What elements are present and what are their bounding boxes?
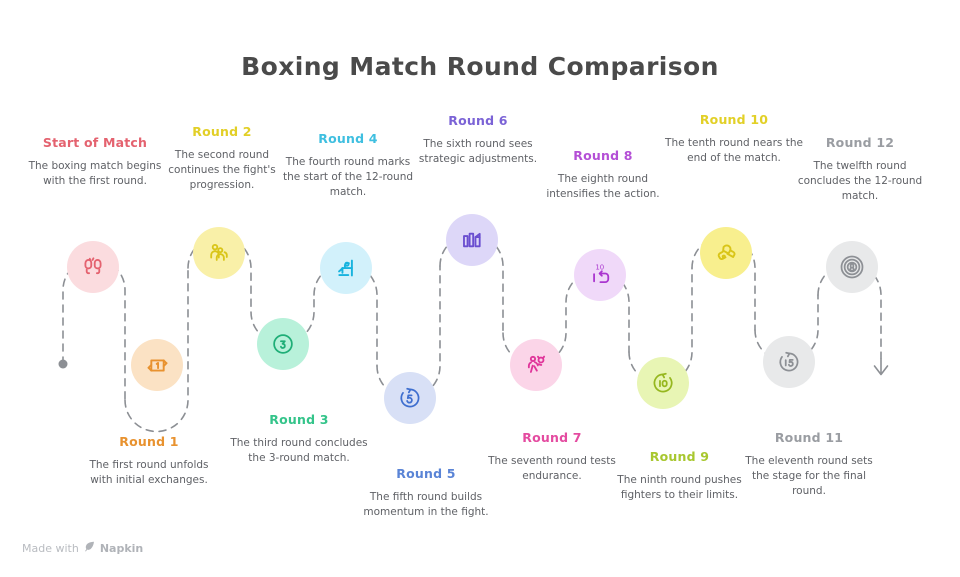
text-block-start-of-match: Start of Match The boxing match begins w… <box>25 135 165 189</box>
text-block-round-11: Round 11 The eleventh round sets the sta… <box>735 430 883 499</box>
step-description: The second round continues the fight's p… <box>168 149 276 191</box>
step-title: Round 8 <box>573 148 633 163</box>
node-round-6[interactable] <box>446 214 498 266</box>
rewind-ten-icon: 10 <box>592 263 609 283</box>
step-description: The twelfth round concludes the 12-round… <box>797 160 923 202</box>
step-title: Round 1 <box>119 434 179 449</box>
step-description: The first round unfolds with initial exc… <box>89 459 209 486</box>
bar-chart-icon <box>463 232 481 248</box>
boxing-glove-icon <box>717 243 735 260</box>
step-title: Round 6 <box>448 113 508 128</box>
svg-text:10: 10 <box>595 263 604 271</box>
step-title: Round 2 <box>192 124 252 139</box>
node-round-12[interactable] <box>826 241 878 293</box>
node-round-1[interactable] <box>131 339 183 391</box>
node-round-11[interactable] <box>763 336 815 388</box>
node-round-10[interactable] <box>700 227 752 279</box>
step-title: Round 11 <box>774 430 844 445</box>
step-title: Round 10 <box>699 112 769 127</box>
step-description: The seventh round tests endurance. <box>488 455 616 482</box>
node-start-of-match[interactable] <box>67 241 119 293</box>
repeat-one-icon <box>147 358 167 372</box>
text-block-round-6: Round 6 The sixth round sees strategic a… <box>408 113 548 167</box>
node-round-9[interactable] <box>637 357 689 409</box>
step-description: The fifth round builds momentum in the f… <box>363 491 489 518</box>
corner-stool-icon <box>337 259 353 276</box>
step-description: The ninth round pushes fighters to their… <box>617 474 742 501</box>
node-round-2[interactable] <box>193 227 245 279</box>
text-block-round-7: Round 7 The seventh round tests enduranc… <box>482 430 622 484</box>
step-description: The fourth round marks the start of the … <box>282 156 414 198</box>
page-title: Boxing Match Round Comparison <box>241 52 719 81</box>
group-people-icon <box>210 243 228 261</box>
forward-five-icon <box>400 387 420 408</box>
node-round-3[interactable] <box>257 318 309 370</box>
text-block-round-10: Round 10 The tenth round nears the end o… <box>660 112 808 166</box>
text-block-round-9: Round 9 The ninth round pushes fighters … <box>607 449 752 503</box>
node-round-4[interactable] <box>320 242 372 294</box>
step-title: Start of Match <box>42 135 148 150</box>
target-rings-icon <box>840 255 864 279</box>
text-block-round-12: Round 12 The twelfth round concludes the… <box>786 135 934 204</box>
step-title: Round 12 <box>825 135 895 150</box>
boxing-gloves-icon <box>84 257 102 275</box>
brand-name: Napkin <box>99 541 144 555</box>
step-title: Round 5 <box>396 466 456 481</box>
made-with-label: Made with <box>22 541 79 555</box>
footer-attribution: Made with Napkin <box>22 540 143 556</box>
text-block-round-5: Round 5 The fifth round builds momentum … <box>356 466 496 520</box>
text-block-round-3: Round 3 The third round concludes the 3-… <box>229 412 369 466</box>
node-round-7[interactable] <box>510 339 562 391</box>
step-title: Round 3 <box>269 412 329 427</box>
text-block-round-8: Round 8 The eighth round intensifies the… <box>533 148 673 202</box>
step-description: The sixth round sees strategic adjustmen… <box>418 138 538 165</box>
text-block-round-2: Round 2 The second round continues the f… <box>152 124 292 193</box>
boxer-figure-icon <box>527 355 546 373</box>
step-description: The boxing match begins with the first r… <box>28 160 162 187</box>
node-round-8[interactable]: 10 <box>574 249 626 301</box>
number-circle-icon <box>273 334 293 354</box>
step-description: The third round concludes the 3-round ma… <box>230 437 368 464</box>
step-description: The eleventh round sets the stage for th… <box>745 455 873 497</box>
forward-fifteen-icon <box>779 351 799 372</box>
step-description: The eighth round intensifies the action. <box>546 173 660 200</box>
replay-ten-icon <box>653 372 673 393</box>
step-title: Round 9 <box>649 449 710 464</box>
leaf-icon <box>83 540 96 556</box>
node-round-5[interactable] <box>384 372 436 424</box>
step-description: The tenth round nears the end of the mat… <box>665 137 803 164</box>
text-block-round-1: Round 1 The first round unfolds with ini… <box>79 434 219 488</box>
step-title: Round 4 <box>318 131 378 146</box>
step-title: Round 7 <box>522 430 582 445</box>
text-block-round-4: Round 4 The fourth round marks the start… <box>278 131 418 200</box>
